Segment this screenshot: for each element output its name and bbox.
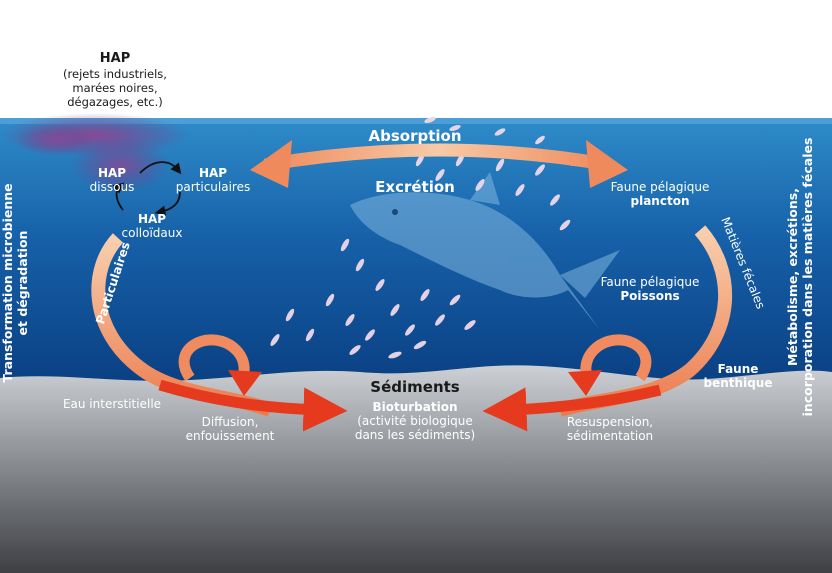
bioturbation-note-1: (activité biologique bbox=[325, 414, 505, 428]
right-side-label-line-2: incorporation dans les matières fécales bbox=[800, 117, 815, 437]
sediment-title: Sédiments bbox=[325, 378, 505, 396]
resuspension-label-2: sédimentation bbox=[550, 429, 670, 443]
hap-particulaires-label-1: HAP bbox=[168, 166, 258, 180]
fauna-plankton-line-2: plancton bbox=[590, 194, 730, 208]
source-title: HAP bbox=[60, 52, 170, 66]
hap-dissous-label-1: HAP bbox=[82, 166, 142, 180]
left-side-label: Transformation microbienne et dégradatio… bbox=[0, 158, 30, 408]
excretion-label: Excrétion bbox=[340, 178, 490, 196]
hap-particulaires-label-2: particulaires bbox=[168, 180, 258, 194]
fauna-fish-line-2: Poissons bbox=[580, 289, 720, 303]
fauna-plankton-line-1: Faune pélagique bbox=[590, 180, 730, 194]
fauna-benthic-line-1: Faune bbox=[698, 362, 778, 376]
absorption-label: Absorption bbox=[340, 127, 490, 145]
diffusion-label-1: Diffusion, bbox=[175, 415, 285, 429]
right-side-label-line-1: Métabolisme, excrétions, bbox=[785, 117, 800, 437]
hap-colloidaux-label-1: HAP bbox=[112, 212, 192, 226]
diffusion-label-2: enfouissement bbox=[175, 429, 285, 443]
resuspension-label-1: Resuspension, bbox=[550, 415, 670, 429]
pore-water-label: Eau interstitielle bbox=[42, 397, 182, 411]
source-subtitle-line-1: (rejets industriels, bbox=[40, 67, 190, 81]
right-side-label: Métabolisme, excrétions, incorporation d… bbox=[785, 117, 815, 437]
source-subtitle-line-2: marées noires, bbox=[40, 81, 190, 95]
hap-dissous-label-2: dissous bbox=[82, 180, 142, 194]
fauna-benthic-line-2: benthique bbox=[698, 376, 778, 390]
source-subtitle-line-3: dégazages, etc.) bbox=[40, 95, 190, 109]
bioturbation-note-2: dans les sédiments) bbox=[325, 428, 505, 442]
fauna-fish-line-1: Faune pélagique bbox=[580, 275, 720, 289]
left-side-label-line-2: et dégradation bbox=[15, 158, 30, 408]
bioturbation-label: Bioturbation bbox=[325, 400, 505, 414]
left-side-label-line-1: Transformation microbienne bbox=[0, 158, 15, 408]
